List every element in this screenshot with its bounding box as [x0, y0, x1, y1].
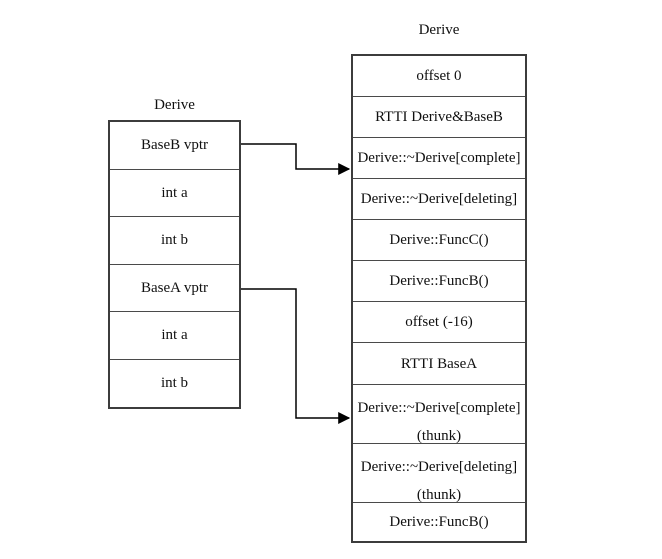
vtable-row-funcb: Derive::FuncB() — [353, 261, 525, 302]
vtable-row-dtor-deleting: Derive::~Derive[deleting] — [353, 179, 525, 220]
vtable-row-label: Derive::~Derive[complete] — [357, 400, 521, 416]
vtable-row-dtor-complete-thunk: Derive::~Derive[complete] (thunk) — [353, 385, 525, 444]
object-row-baseb-vptr: BaseB vptr — [110, 122, 239, 170]
vtable-row-label: Derive::FuncB() — [389, 514, 489, 530]
vtable-row-funcb2: Derive::FuncB() — [353, 503, 525, 541]
vtable-row-label: Derive::~Derive[deleting] — [360, 459, 518, 475]
vtable-title: Derive — [418, 22, 460, 38]
vtable-row-dtor-complete: Derive::~Derive[complete] — [353, 138, 525, 179]
vtable-row-label-line2: (thunk) — [416, 487, 462, 503]
arrow-baseb-vptr-to-vtable — [241, 143, 351, 175]
object-layout-table: BaseB vptr int a int b BaseA vptr int a … — [108, 120, 241, 409]
object-table-title: Derive — [154, 97, 195, 113]
vtable-row-label: offset (-16) — [405, 314, 473, 330]
vtable-row-offset0: offset 0 — [353, 56, 525, 97]
object-row-label: int a — [161, 327, 188, 344]
vtable-row-label: Derive::~Derive[complete] — [357, 150, 521, 166]
vtable-row-label: Derive::FuncB() — [389, 273, 489, 289]
vtable-row-label: Derive::~Derive[deleting] — [360, 191, 518, 207]
object-row-label: BaseB vptr — [140, 137, 209, 154]
object-row-int-a: int a — [110, 170, 239, 217]
object-row-basea-vptr: BaseA vptr — [110, 265, 239, 312]
arrow-basea-vptr-to-vtable — [241, 288, 351, 424]
object-row-label: int b — [160, 375, 189, 392]
vtable-table: offset 0 RTTI Derive&BaseB Derive::~Deri… — [351, 54, 527, 543]
vtable-row-label-line2: (thunk) — [416, 428, 462, 444]
object-row-label: int b — [160, 232, 189, 249]
object-row-int-b: int b — [110, 217, 239, 265]
vtable-row-label: RTTI BaseA — [400, 355, 478, 372]
vtable-row-rtti-basea: RTTI BaseA — [353, 343, 525, 385]
vtable-row-dtor-deleting-thunk: Derive::~Derive[deleting] (thunk) — [353, 444, 525, 503]
vtable-row-label: offset 0 — [416, 68, 462, 84]
vtable-row-funcc: Derive::FuncC() — [353, 220, 525, 261]
object-row-int-b2: int b — [110, 360, 239, 408]
vtable-row-rtti-derive-baseb: RTTI Derive&BaseB — [353, 97, 525, 138]
vtable-row-label: Derive::FuncC() — [389, 232, 489, 248]
object-row-label: BaseA vptr — [140, 279, 209, 296]
object-row-int-a2: int a — [110, 312, 239, 360]
vtable-row-label: RTTI Derive&BaseB — [375, 109, 503, 125]
vtable-row-offset-neg16: offset (-16) — [353, 302, 525, 343]
object-row-label: int a — [161, 184, 188, 201]
